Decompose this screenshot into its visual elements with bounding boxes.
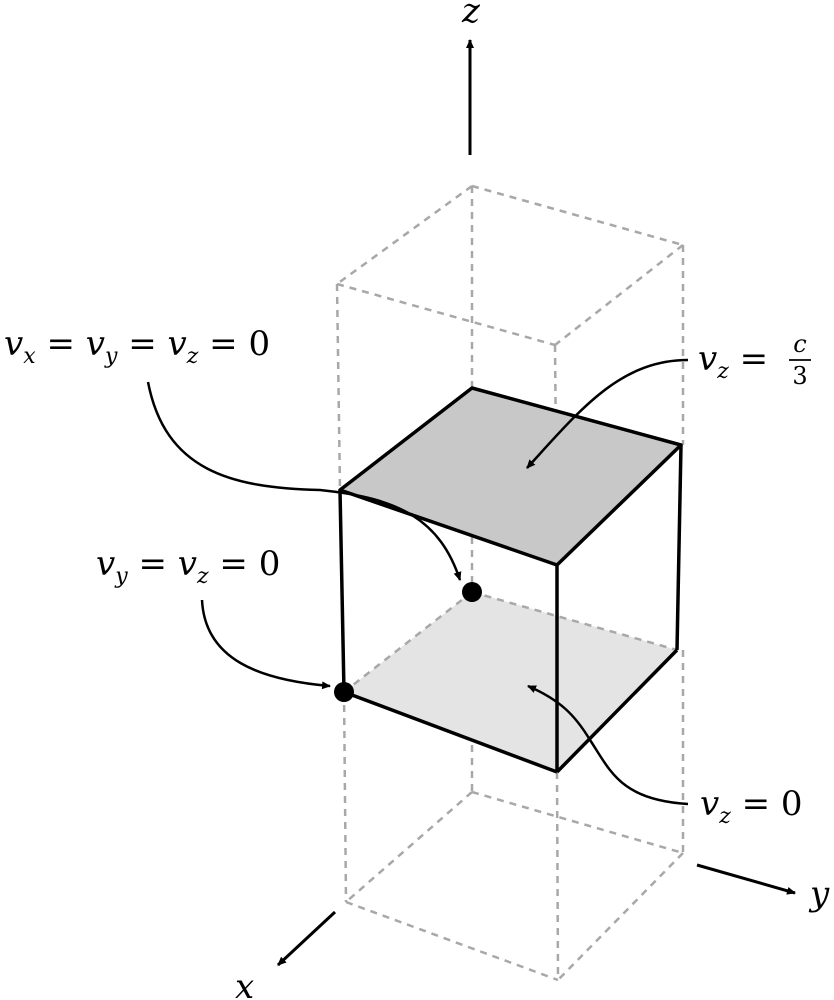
cube-edges bbox=[338, 444, 683, 774]
hidden-edge bbox=[471, 590, 678, 652]
v-symbol: v bbox=[4, 324, 23, 364]
top-face-annotation-arrow bbox=[526, 358, 689, 469]
dashed-prism bbox=[335, 184, 685, 982]
rhs-value: 0 bbox=[248, 324, 270, 364]
top-face-label-lhs: vz = bbox=[698, 339, 779, 384]
dashed-edge bbox=[335, 283, 342, 491]
v-symbol: v bbox=[700, 784, 719, 824]
dashed-edge bbox=[336, 282, 556, 347]
equals: = bbox=[731, 784, 781, 824]
origin-vertex-label: vx = vy = vz = 0 bbox=[4, 324, 270, 369]
dashed-edge bbox=[336, 184, 473, 286]
z-axis-label: z bbox=[461, 0, 481, 31]
bottom-face-label: vz = 0 bbox=[700, 784, 803, 829]
origin-annotation-arrow bbox=[146, 381, 462, 581]
subscript: z bbox=[716, 359, 729, 384]
x-axis-label: x bbox=[235, 967, 254, 1000]
equals: = bbox=[729, 339, 779, 379]
edge bbox=[338, 489, 346, 693]
rhs-value: 0 bbox=[781, 784, 803, 824]
dashed-edge bbox=[554, 244, 684, 346]
hidden-edge bbox=[343, 591, 473, 693]
edge bbox=[343, 690, 558, 774]
dashed-edge bbox=[345, 900, 559, 982]
y-axis-arrow bbox=[696, 863, 796, 895]
dashed-edge bbox=[342, 691, 348, 903]
dashed-edge bbox=[555, 771, 560, 981]
bottom-face bbox=[344, 592, 677, 772]
subscript: z bbox=[196, 564, 209, 589]
v-symbol: v bbox=[86, 324, 105, 364]
dashed-edge bbox=[471, 184, 684, 247]
equals: = bbox=[128, 544, 178, 584]
fraction-denominator: 3 bbox=[792, 362, 807, 390]
equals: = bbox=[209, 544, 259, 584]
edge bbox=[675, 444, 683, 651]
v-symbol: v bbox=[168, 324, 187, 364]
x-axis-vertex-dot bbox=[334, 682, 354, 702]
equals: = bbox=[117, 324, 167, 364]
x-vertex-annotation-arrow bbox=[200, 599, 331, 690]
rhs-value: 0 bbox=[259, 544, 281, 584]
bottom-face-hidden-edges bbox=[343, 590, 678, 693]
subscript: y bbox=[114, 564, 128, 589]
dashed-edge bbox=[557, 852, 684, 981]
x-axis-vertex-label: vy = vz = 0 bbox=[96, 544, 280, 589]
equals: = bbox=[36, 324, 86, 364]
v-symbol: v bbox=[178, 544, 197, 584]
subscript: z bbox=[186, 344, 199, 369]
edge bbox=[555, 648, 679, 774]
top-face-label: vz = c 3 bbox=[698, 330, 811, 390]
axis-arrows bbox=[276, 39, 796, 967]
dashed-edge bbox=[345, 791, 473, 903]
origin-vertex-dot bbox=[462, 582, 482, 602]
v-symbol: v bbox=[96, 544, 115, 584]
v-symbol: v bbox=[698, 339, 717, 379]
subscript: y bbox=[104, 344, 118, 369]
annotation-arrows bbox=[146, 358, 689, 806]
equals: = bbox=[198, 324, 248, 364]
y-axis-label: y bbox=[808, 874, 830, 914]
bottom-face-annotation-arrow bbox=[527, 684, 689, 806]
dashed-edge bbox=[471, 790, 684, 855]
top-face bbox=[338, 386, 683, 567]
x-axis-arrow bbox=[276, 910, 337, 967]
subscript: z bbox=[718, 804, 731, 829]
fraction-numerator: c bbox=[793, 330, 806, 358]
subscript: x bbox=[23, 344, 36, 369]
